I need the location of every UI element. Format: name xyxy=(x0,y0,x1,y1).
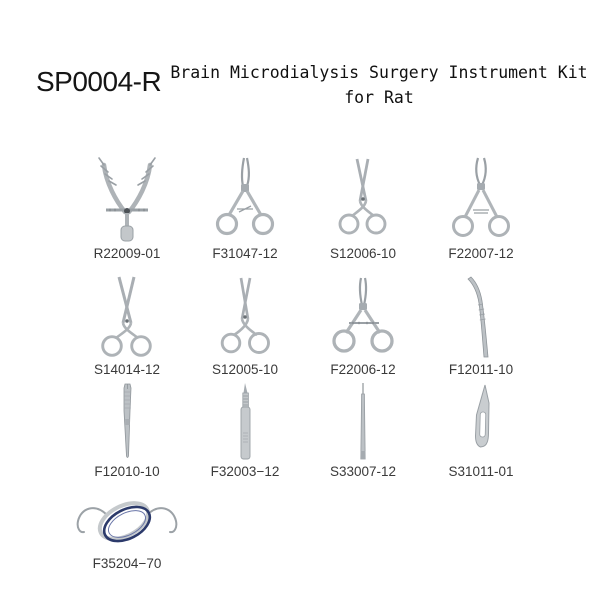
micro-knife-icon xyxy=(351,381,375,461)
product-item: S12006-10 xyxy=(304,150,422,262)
hemostatic-forceps-icon xyxy=(203,155,287,243)
product-item: R22009-01 xyxy=(68,150,186,262)
product-item: F31047-12 xyxy=(186,150,304,262)
product-grid: R22009-01 F31047-12 xyxy=(68,150,540,572)
page-title-line2: for Rat xyxy=(344,88,414,107)
product-label: S14014-12 xyxy=(93,362,161,377)
operating-scissors-icon xyxy=(85,275,169,359)
hemostatic-forceps-icon xyxy=(321,275,405,359)
product-item: F32003−12 xyxy=(186,378,304,480)
product-item: F12010-10 xyxy=(68,378,186,480)
product-item: F22006-12 xyxy=(304,262,422,378)
product-code: SP0004-R xyxy=(36,66,162,97)
product-item: S12005-10 xyxy=(186,262,304,378)
product-label: S12006-10 xyxy=(329,246,397,261)
operating-scissors-icon xyxy=(203,275,287,359)
product-label: R22009-01 xyxy=(93,246,161,261)
product-item: S14014-12 xyxy=(68,262,186,378)
page-title-line1: Brain Microdialysis Surgery Instrument K… xyxy=(170,63,588,82)
scalpel-blade-icon xyxy=(459,381,503,461)
curved-forceps-icon xyxy=(463,275,499,359)
product-label: F31047-12 xyxy=(212,246,278,261)
ring-retractor-icon xyxy=(69,495,185,553)
product-item: F12011-10 xyxy=(422,262,540,378)
mosquito-forceps-icon xyxy=(439,155,523,243)
product-label: F35204−70 xyxy=(92,556,162,571)
scalpel-handle-icon xyxy=(227,381,263,461)
operating-scissors-icon xyxy=(321,155,405,243)
product-item: F35204−70 xyxy=(68,480,186,572)
straight-forceps-icon xyxy=(109,381,145,461)
page-title: Brain Microdialysis Surgery Instrument K… xyxy=(160,60,598,110)
product-label: S33007-12 xyxy=(329,464,397,479)
product-item: S31011-01 xyxy=(422,378,540,480)
alm-retractor-icon xyxy=(79,155,175,243)
product-label: F32003−12 xyxy=(210,464,280,479)
product-label: F22006-12 xyxy=(330,362,396,377)
product-label: F12010-10 xyxy=(94,464,160,479)
product-label: S31011-01 xyxy=(448,464,514,479)
product-label: F12011-10 xyxy=(448,362,514,377)
product-label: S12005-10 xyxy=(211,362,279,377)
product-label: F22007-12 xyxy=(448,246,514,261)
product-item: F22007-12 xyxy=(422,150,540,262)
product-item: S33007-12 xyxy=(304,378,422,480)
